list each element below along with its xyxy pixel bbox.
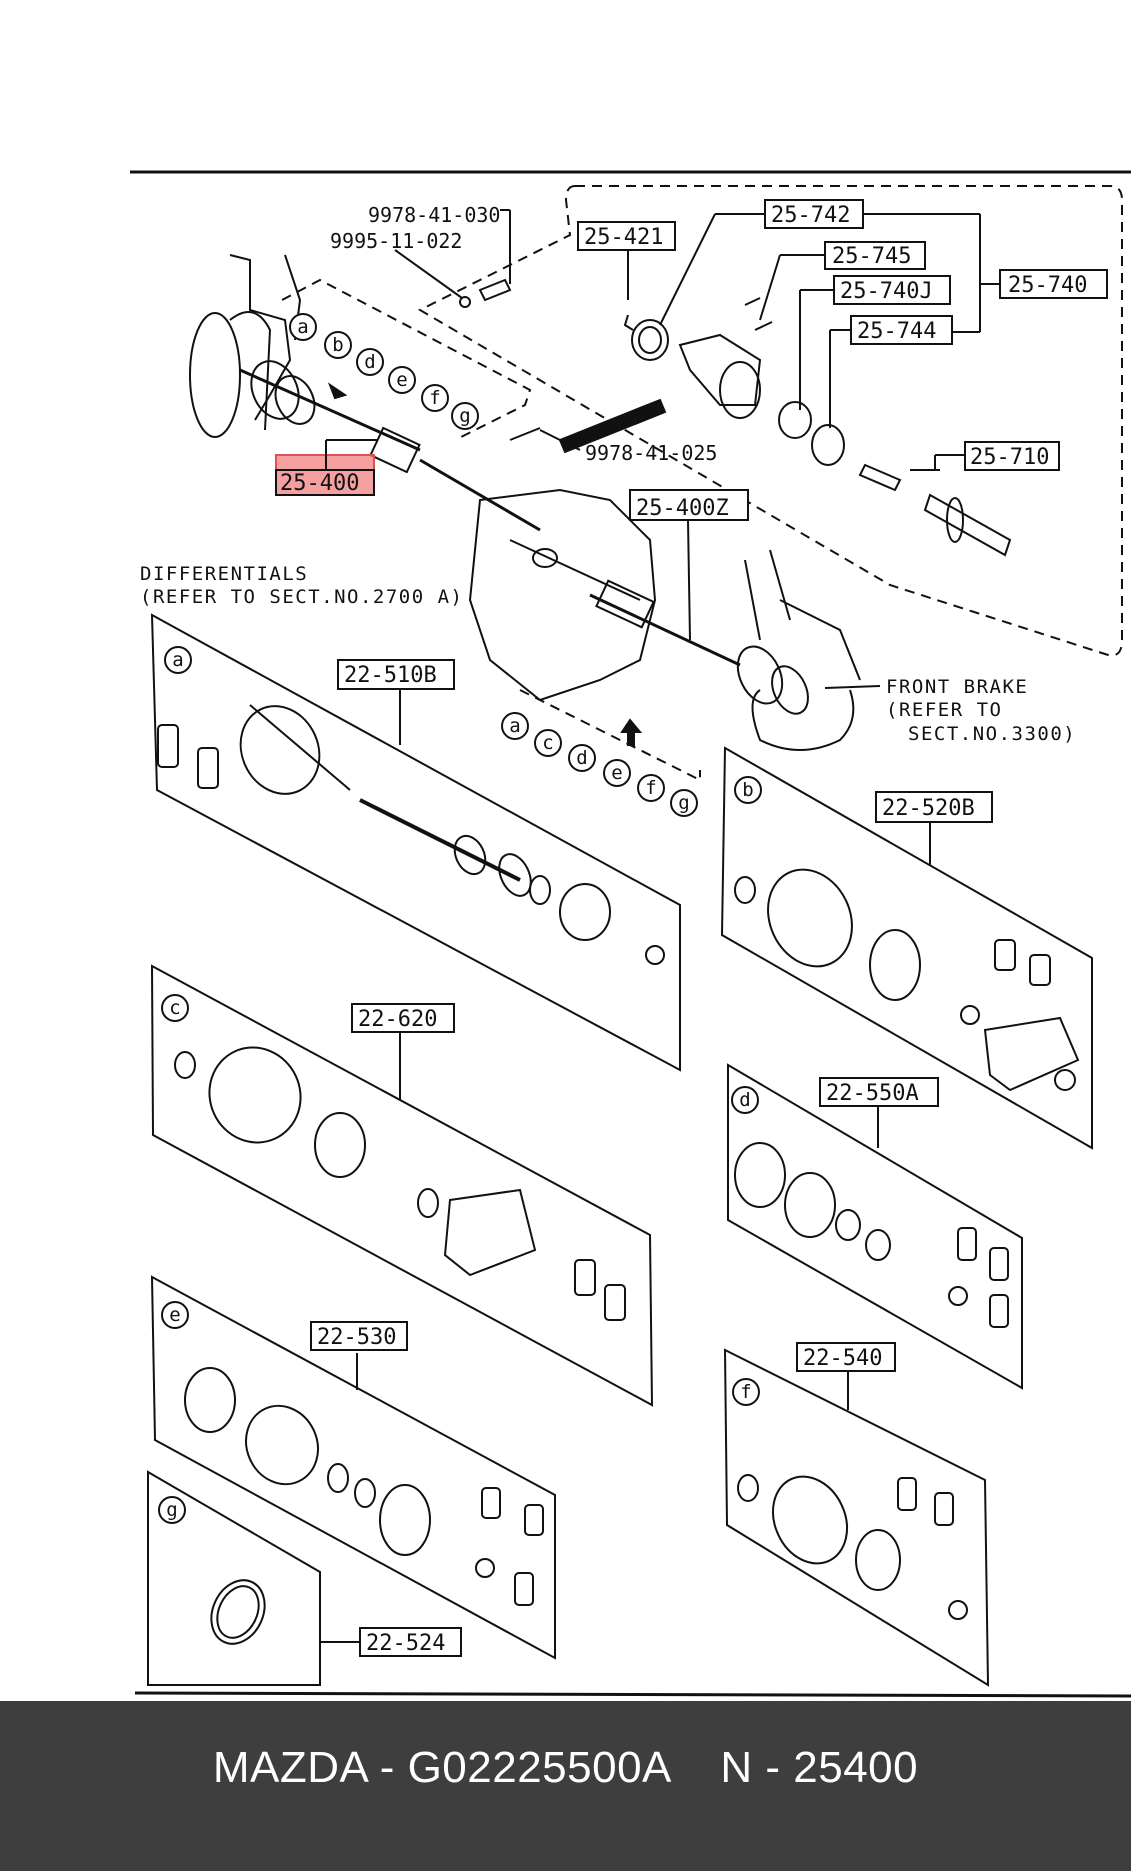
letter-g-mid: g — [678, 792, 689, 814]
panel-label-f: f — [740, 1381, 751, 1403]
snap-ring-25-421 — [623, 314, 634, 331]
kit-c-clamp — [314, 1112, 366, 1178]
kit-f-boot — [772, 1475, 848, 1565]
note-front-brake: FRONT BRAKE — [886, 676, 1028, 698]
panel-d — [727, 1063, 1023, 1390]
panel-a — [150, 613, 681, 1072]
callout-25-740J[interactable]: 25-740J — [840, 279, 933, 304]
letter-a-mid: a — [509, 715, 520, 737]
letter-f-top: f — [429, 387, 440, 409]
panel-e — [150, 1275, 556, 1660]
kit-b-joint — [983, 1016, 1080, 1092]
kit-g-seal — [210, 1579, 266, 1645]
letter-d-mid: d — [576, 747, 587, 769]
letter-e-mid: e — [611, 762, 622, 784]
callout-25-740[interactable]: 25-740 — [1008, 273, 1087, 298]
callout-22-510B[interactable]: 22-510B — [344, 663, 437, 688]
transmission — [468, 488, 657, 702]
inner-cv-top — [369, 426, 421, 474]
wheel-hub-left — [189, 312, 241, 438]
bolt-9978-41-030 — [478, 278, 512, 302]
kit-d-clamp-1 — [734, 1142, 786, 1208]
outer-cv-boot-top — [250, 360, 300, 420]
hub-group-outline — [417, 185, 1123, 657]
kit-e-boot — [245, 1404, 319, 1486]
callout-9995-11-022[interactable]: 9995-11-022 — [330, 229, 462, 253]
kit-f-clamp — [855, 1529, 901, 1591]
pointer-wedge — [558, 398, 667, 454]
panel-label-e: e — [169, 1304, 180, 1326]
callout-22-524[interactable]: 22-524 — [366, 1631, 445, 1656]
nut-9995-11-022 — [459, 296, 471, 308]
callout-25-421[interactable]: 25-421 — [584, 225, 663, 250]
kit-letters-outline-top — [281, 278, 532, 441]
kit-c-boot — [208, 1046, 302, 1144]
callout-25-745[interactable]: 25-745 — [832, 244, 911, 269]
bearing-25-740J — [778, 401, 812, 439]
hub-shaft-25-710 — [858, 463, 902, 492]
callout-22-550A[interactable]: 22-550A — [826, 1081, 919, 1106]
panel-label-a: a — [172, 649, 183, 671]
kit-b-clamp — [869, 929, 921, 1001]
note-front-brake-sect: SECT.NO.3300) — [908, 723, 1076, 745]
parts-diagram: 25-400 25-400Z 25-740 25-742 25-745 25-7… — [130, 170, 1131, 1698]
callout-22-540[interactable]: 22-540 — [803, 1346, 882, 1371]
note-differentials-ref: (REFER TO SECT.NO.2700 A) — [140, 586, 463, 608]
note-front-brake-ref: (REFER TO — [886, 699, 1002, 721]
panel-label-c: c — [169, 997, 180, 1019]
letter-b-top: b — [332, 334, 343, 356]
kit-e-clamp — [184, 1367, 236, 1433]
seal-25-742 — [631, 319, 669, 361]
callout-25-742[interactable]: 25-742 — [771, 203, 850, 228]
panel-b — [720, 746, 1093, 1150]
inner-cv-middle — [595, 579, 655, 629]
callout-9978-41-025[interactable]: 9978-41-025 — [585, 441, 717, 465]
kit-d-clamp-2 — [784, 1172, 836, 1238]
kit-a-boot — [239, 705, 321, 795]
panel-label-b: b — [742, 779, 753, 801]
letter-a-top: a — [297, 316, 308, 338]
callout-22-520B[interactable]: 22-520B — [882, 796, 975, 821]
callout-9978-41-030[interactable]: 9978-41-030 — [368, 203, 500, 227]
callout-22-530[interactable]: 22-530 — [317, 1325, 396, 1350]
panel-g — [147, 1470, 321, 1686]
kit-letters-outline-bottom — [519, 689, 701, 782]
panel-f — [723, 1348, 990, 1687]
caption-bar: MAZDA - G02225500A N - 25400 — [0, 1701, 1131, 1871]
letter-d-top: d — [364, 351, 375, 373]
outer-cv-middle — [736, 645, 784, 705]
kit-a-grease-2 — [197, 747, 219, 789]
panel-c — [150, 964, 654, 1407]
callout-25-400Z[interactable]: 25-400Z — [636, 496, 729, 521]
brake-disc — [751, 689, 855, 751]
kit-c-joint — [443, 1188, 537, 1277]
letter-e-top: e — [396, 369, 407, 391]
bolt-25-745 — [744, 297, 761, 306]
callout-25-400[interactable]: 25-400 — [280, 471, 359, 496]
panel-label-d: d — [739, 1089, 750, 1111]
kit-a-grease-1 — [157, 724, 179, 768]
seal-25-744 — [811, 424, 845, 466]
bolt-9978-41-025 — [509, 427, 541, 441]
panel-label-g: g — [166, 1499, 177, 1521]
bearing-housing — [678, 333, 762, 406]
callout-22-620[interactable]: 22-620 — [358, 1007, 437, 1032]
kit-a-clamp — [559, 883, 611, 941]
bottom-rule — [134, 1691, 1131, 1698]
callout-25-710[interactable]: 25-710 — [970, 445, 1049, 470]
letter-g-top: g — [459, 405, 470, 427]
kit-b-boot — [767, 868, 853, 968]
letter-c-mid: c — [542, 732, 553, 754]
callout-25-744[interactable]: 25-744 — [857, 319, 936, 344]
part-number-caption: MAZDA - G02225500A N - 25400 — [212, 1743, 919, 1792]
note-differentials: DIFFERENTIALS — [140, 563, 308, 585]
letter-f-mid: f — [645, 777, 656, 799]
